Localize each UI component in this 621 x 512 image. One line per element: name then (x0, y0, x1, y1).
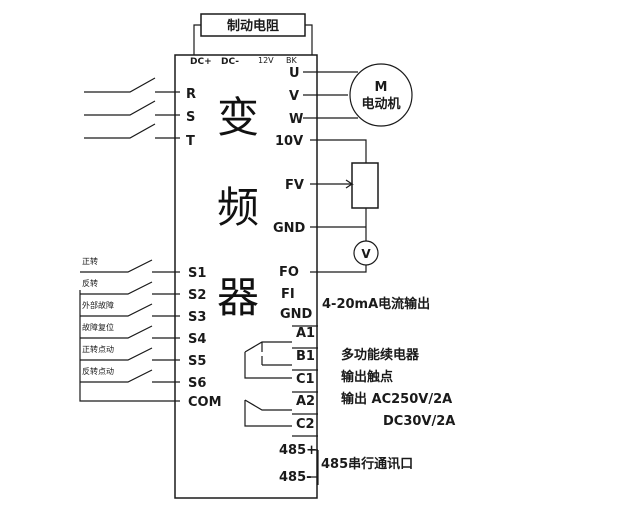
relay-2-contacts (244, 399, 292, 427)
digital-input-s1: 正转 S1 (80, 256, 206, 281)
digital-input-switch (80, 347, 180, 361)
analog-10v-label: 10V (275, 134, 303, 149)
relay-note-line3: 输出 AC250V/2A (341, 391, 452, 407)
voltmeter-circle (353, 240, 379, 266)
digital-input-switch (80, 259, 180, 273)
digital-input-function: 故障复位 (82, 322, 114, 332)
digital-inputs: 正转 S1 反转 S2 外部故障 S3 故障复位 S4 正转点动 S5 反转点动 S6 (80, 256, 206, 391)
v12-label: 12V (258, 56, 274, 65)
digital-input-terminal: S6 (188, 376, 206, 391)
motor-letter: M (375, 80, 388, 95)
fi-note: 4-20mA电流输出 (322, 296, 430, 312)
digital-input-s6: 反转点动 S6 (80, 366, 206, 391)
digital-input-function: 外部故障 (82, 300, 114, 310)
digital-input-switch (80, 369, 180, 383)
digital-input-s2: 反转 S2 (80, 278, 206, 303)
digital-input-terminal: S1 (188, 266, 206, 281)
title-char-1: 变 (217, 93, 259, 142)
output-v-label: V (289, 89, 299, 104)
rs485-plus-label: 485+ (279, 443, 317, 458)
output-w-label: W (289, 112, 303, 127)
input-t-label: T (186, 134, 195, 149)
potentiometer (351, 162, 379, 209)
digital-input-switch (80, 303, 180, 317)
digital-input-s3: 外部故障 S3 (80, 300, 206, 325)
digital-input-function: 正转 (82, 256, 98, 266)
analog-fv-label: FV (285, 178, 304, 193)
analog-gnd2-label: GND (280, 307, 313, 322)
dc-minus-label: DC- (221, 57, 239, 67)
rs485-note: 485串行通讯口 (321, 456, 413, 472)
output-u-label: U (289, 66, 300, 81)
bk-label: BK (286, 56, 297, 65)
relay-note-line2: 输出触点 (341, 369, 393, 385)
brake-resistor-wires (193, 24, 313, 55)
motor-wires (303, 71, 358, 119)
digital-input-function: 反转 (82, 278, 98, 288)
dc-plus-label: DC+ (190, 57, 212, 67)
power-switch-wires (84, 77, 180, 139)
analog-fo-label: FO (279, 265, 299, 280)
motor-circle (349, 63, 413, 127)
potentiometer-wiper (342, 179, 354, 189)
digital-input-function: 正转点动 (82, 344, 114, 354)
digital-input-terminal: S5 (188, 354, 206, 369)
digital-input-switch (80, 325, 180, 339)
relay-c2-label: C2 (296, 417, 315, 432)
voltmeter-label: V (361, 247, 371, 261)
input-s-label: S (186, 110, 195, 125)
com-label: COM (188, 395, 222, 410)
rs485-minus-label: 485- (279, 470, 312, 485)
relay-a2-label: A2 (296, 394, 315, 409)
relay-1-contacts (244, 341, 292, 379)
relay-note-line1: 多功能续电器 (341, 347, 420, 363)
title-char-3: 器 (217, 273, 259, 322)
relay-c1-label: C1 (296, 372, 315, 387)
inverter-box (174, 54, 318, 499)
digital-input-switch (80, 281, 180, 295)
title-char-2: 频 (217, 183, 259, 232)
input-r-label: R (186, 87, 196, 102)
analog-gnd-label: GND (273, 221, 306, 236)
brake-resistor-label: 制动电阻 (227, 18, 279, 34)
digital-input-terminal: S2 (188, 288, 206, 303)
relay-b1-label: B1 (296, 349, 315, 364)
analog-fi-label: FI (281, 287, 295, 302)
motor-name: 电动机 (361, 96, 400, 112)
potentiometer-wires (310, 139, 367, 273)
rs485-wires (310, 449, 319, 485)
digital-input-s4: 故障复位 S4 (80, 322, 206, 347)
digital-input-s5: 正转点动 S5 (80, 344, 206, 369)
com-wire (79, 290, 180, 402)
relay-terminal-brackets (292, 325, 318, 437)
digital-input-terminal: S3 (188, 310, 206, 325)
relay-note-line4: DC30V/2A (383, 414, 455, 429)
digital-input-terminal: S4 (188, 332, 206, 347)
digital-input-function: 反转点动 (82, 366, 114, 376)
relay-a1-label: A1 (296, 326, 315, 341)
